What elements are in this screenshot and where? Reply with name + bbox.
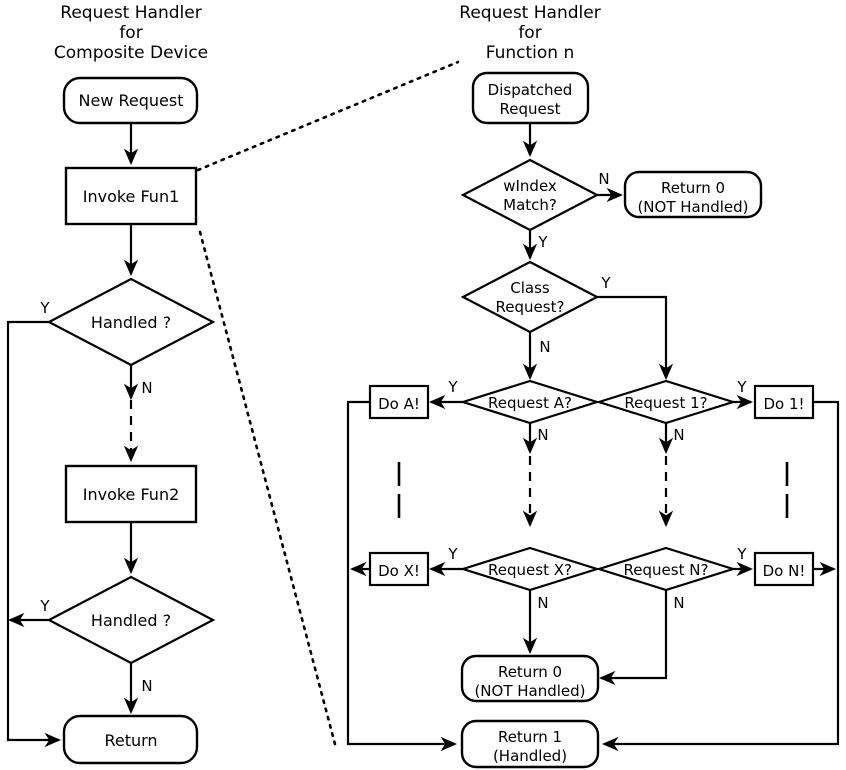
label-handled1-yes: Y bbox=[39, 299, 50, 317]
label-request-n-yes: Y bbox=[736, 545, 747, 563]
node-request-1-label: Request 1? bbox=[624, 394, 707, 412]
node-dispatched-request-line1: Dispatched bbox=[488, 81, 573, 99]
node-return0-top-line2: (NOT Handled) bbox=[637, 198, 748, 216]
label-windex-no: N bbox=[598, 170, 609, 188]
left-title-line2: for bbox=[119, 23, 142, 43]
node-windex-match bbox=[460, 158, 600, 232]
label-request-a-no: N bbox=[537, 426, 548, 444]
edge-handled1-yes-to-return bbox=[6, 320, 62, 748]
label-class-yes: Y bbox=[600, 274, 611, 292]
label-request-a-yes: Y bbox=[447, 378, 458, 396]
node-request-a-label: Request A? bbox=[488, 394, 572, 412]
node-windex-match-line2: Match? bbox=[503, 196, 557, 214]
label-request-1-no: N bbox=[673, 426, 684, 444]
label-handled1-no: N bbox=[141, 379, 152, 397]
label-request-1-yes: Y bbox=[736, 378, 747, 396]
node-new-request-label: New Request bbox=[79, 91, 184, 110]
node-handled-2-label: Handled ? bbox=[91, 611, 171, 630]
left-title-line3: Composite Device bbox=[54, 43, 208, 63]
node-windex-match-line1: wIndex bbox=[503, 177, 557, 195]
right-title-line2: for bbox=[518, 23, 541, 43]
node-do-n-label: Do N! bbox=[763, 562, 806, 580]
label-request-n-no: N bbox=[673, 594, 684, 612]
node-do-a-label: Do A! bbox=[378, 395, 420, 413]
edge-class-yes-to-request1 bbox=[597, 295, 674, 381]
node-return0-top bbox=[623, 170, 763, 219]
label-class-no: N bbox=[539, 338, 550, 356]
edge-doa-to-return1 bbox=[346, 400, 458, 752]
right-panel-title: Request Handler for Function n bbox=[459, 3, 600, 63]
node-return0-bottom-line2: (NOT Handled) bbox=[474, 682, 585, 700]
node-do-1-label: Do 1! bbox=[763, 395, 804, 413]
node-class-request bbox=[460, 260, 600, 334]
node-class-request-line1: Class bbox=[510, 279, 550, 297]
node-request-n-label: Request N? bbox=[624, 561, 709, 579]
node-return0-bottom bbox=[460, 654, 600, 703]
right-title-line3: Function n bbox=[486, 43, 575, 63]
node-return0-bottom-line1: Return 0 bbox=[498, 663, 562, 681]
edge-requestn-no-to-return0 bbox=[598, 590, 668, 686]
left-panel-title: Request Handler for Composite Device bbox=[54, 3, 208, 63]
node-return-left bbox=[62, 714, 199, 765]
node-return1 bbox=[460, 719, 600, 769]
node-return1-line2: (Handled) bbox=[493, 747, 567, 765]
callout-line-top bbox=[196, 60, 460, 172]
node-do-1 bbox=[753, 384, 815, 420]
node-return-left-label: Return bbox=[104, 731, 157, 750]
node-do-x-label: Do X! bbox=[378, 562, 420, 580]
node-return0-top-line1: Return 0 bbox=[661, 179, 725, 197]
node-invoke-fun1-label: Invoke Fun1 bbox=[83, 187, 180, 206]
label-request-x-yes: Y bbox=[447, 545, 458, 563]
node-invoke-fun1 bbox=[64, 166, 198, 226]
node-invoke-fun2-label: Invoke Fun2 bbox=[83, 485, 180, 504]
label-handled2-yes: Y bbox=[39, 597, 50, 615]
node-class-request-line2: Request? bbox=[496, 298, 565, 316]
node-return1-line1: Return 1 bbox=[498, 728, 562, 746]
label-windex-yes: Y bbox=[537, 233, 548, 251]
node-handled-1-label: Handled ? bbox=[91, 313, 171, 332]
node-do-x bbox=[368, 551, 430, 587]
edge-do1-to-return1 bbox=[601, 400, 840, 752]
callout-line-bottom bbox=[198, 230, 338, 750]
label-request-x-no: N bbox=[537, 594, 548, 612]
left-title-line1: Request Handler bbox=[60, 3, 201, 23]
label-handled2-no: N bbox=[141, 677, 152, 695]
node-request-x-label: Request X? bbox=[488, 561, 572, 579]
node-dispatched-request-line2: Request bbox=[500, 100, 561, 118]
right-title-line1: Request Handler bbox=[459, 3, 600, 23]
